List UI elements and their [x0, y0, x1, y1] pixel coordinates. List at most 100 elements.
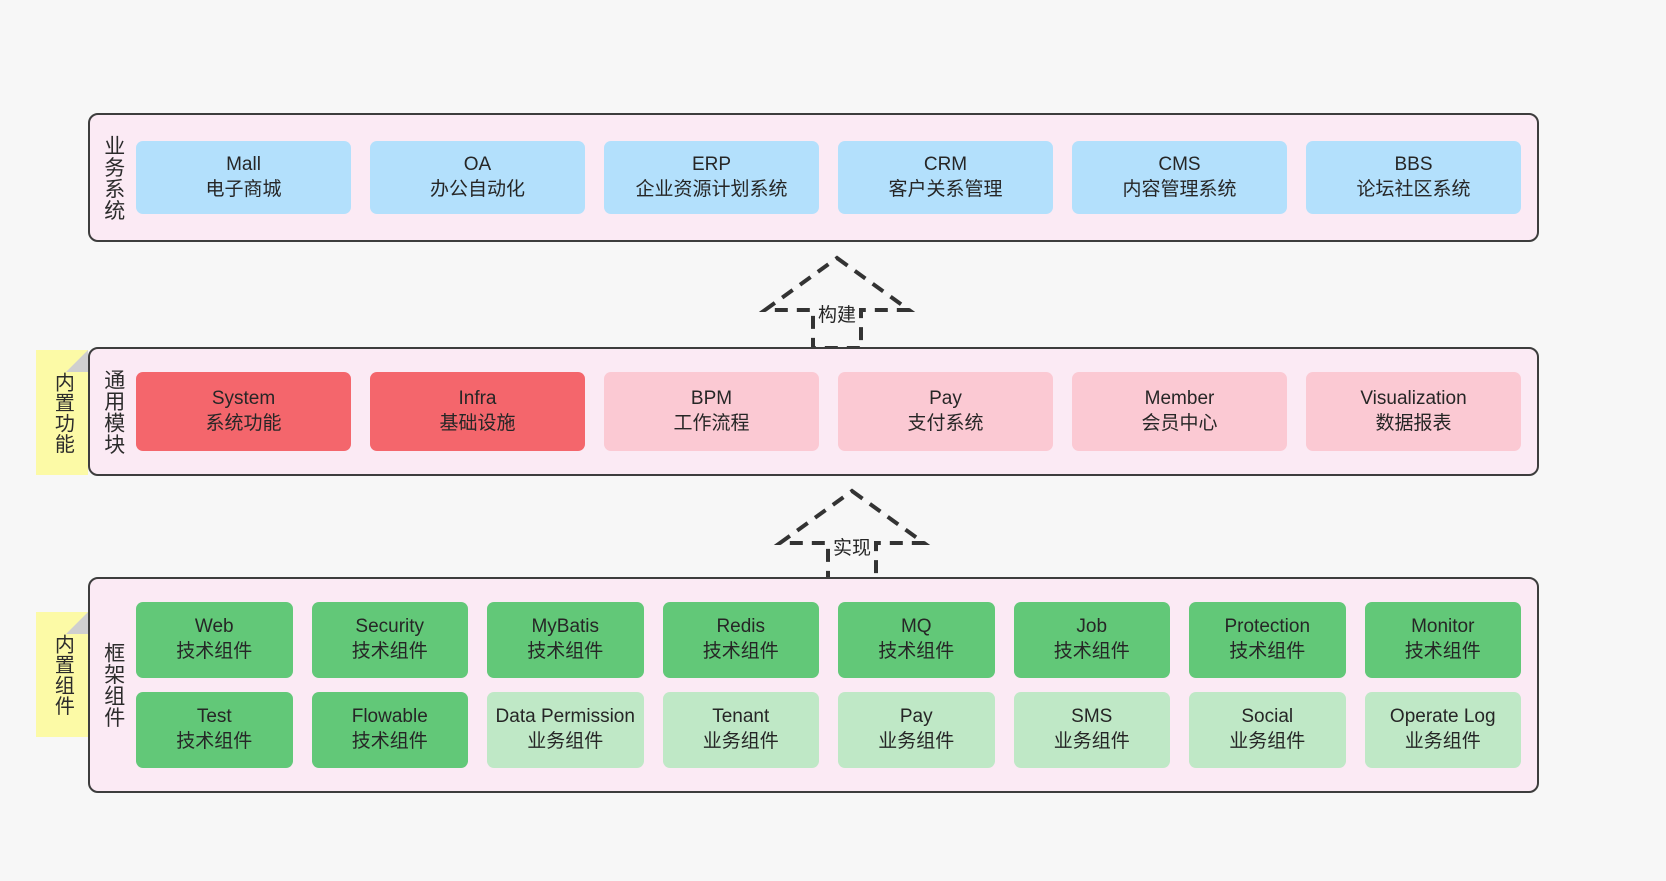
card-title: BBS	[1394, 153, 1433, 175]
card-mybatis[interactable]: MyBatis 技术组件	[487, 602, 644, 678]
card-title: System	[211, 387, 276, 409]
card-subtitle: 工作流程	[673, 412, 750, 434]
card-subtitle: 业务组件	[1053, 731, 1130, 752]
card-member[interactable]: Member 会员中心	[1072, 372, 1287, 451]
card-mall[interactable]: Mall 电子商城	[136, 141, 351, 214]
card-monitor[interactable]: Monitor 技术组件	[1364, 602, 1521, 678]
card-cms[interactable]: CMS 内容管理系统	[1072, 141, 1287, 214]
card-subtitle: 技术组件	[1053, 641, 1130, 662]
card-subtitle: 论坛社区系统	[1356, 178, 1471, 200]
card-title: ERP	[691, 153, 732, 175]
card-subtitle: 客户关系管理	[888, 178, 1003, 200]
card-subtitle: 电子商城	[205, 178, 282, 200]
card-title: Data Permission	[495, 706, 635, 728]
card-title: Web	[194, 616, 234, 638]
card-subtitle: 技术组件	[1404, 641, 1481, 662]
card-subtitle: 系统功能	[205, 412, 282, 434]
card-subtitle: 基础设施	[439, 412, 516, 434]
dashed-block-arrow-icon	[758, 255, 916, 350]
card-flowable[interactable]: Flowable 技术组件	[311, 692, 468, 768]
dashed-block-arrow-icon	[773, 488, 931, 583]
card-test[interactable]: Test 技术组件	[136, 692, 293, 768]
card-subtitle: 技术组件	[351, 731, 428, 752]
card-bbs[interactable]: BBS 论坛社区系统	[1306, 141, 1521, 214]
card-title: OA	[463, 153, 492, 175]
connector-build: 构建	[757, 254, 917, 352]
sticky-note-label: 内置组件	[51, 633, 74, 716]
card-title: CMS	[1158, 153, 1201, 175]
card-pay-business[interactable]: Pay 业务组件	[838, 692, 995, 768]
card-row: System 系统功能 Infra 基础设施 BPM 工作流程 Pay 支付系统…	[136, 372, 1521, 451]
card-subtitle: 技术组件	[878, 641, 955, 662]
card-social[interactable]: Social 业务组件	[1189, 692, 1346, 768]
card-row: Mall 电子商城 OA 办公自动化 ERP 企业资源计划系统 CRM 客户关系…	[136, 141, 1521, 214]
card-tenant[interactable]: Tenant 业务组件	[662, 692, 819, 768]
card-subtitle: 企业资源计划系统	[635, 178, 788, 200]
card-title: MQ	[900, 616, 932, 638]
card-system[interactable]: System 系统功能	[136, 372, 351, 451]
card-title: Monitor	[1411, 616, 1475, 638]
layer-body-common: System 系统功能 Infra 基础设施 BPM 工作流程 Pay 支付系统…	[136, 349, 1537, 474]
layer-title-framework: 框架组件	[101, 642, 125, 728]
card-oa[interactable]: OA 办公自动化	[370, 141, 585, 214]
layer-common-modules: 通用模块 System 系统功能 Infra 基础设施 BPM 工作流程 Pay…	[88, 347, 1539, 476]
card-title: Visualization	[1360, 387, 1467, 409]
card-subtitle: 技术组件	[351, 641, 428, 662]
card-title: Tenant	[712, 706, 770, 728]
card-web[interactable]: Web 技术组件	[136, 602, 293, 678]
card-pay[interactable]: Pay 支付系统	[838, 372, 1053, 451]
layer-title-business: 业务系统	[101, 134, 125, 221]
sticky-note-label: 内置功能	[51, 371, 74, 454]
sticky-note-builtin-components: 内置组件	[36, 612, 88, 737]
card-title: Job	[1076, 616, 1108, 638]
card-title: Social	[1241, 706, 1294, 728]
card-title: Mall	[226, 153, 261, 175]
card-subtitle: 技术组件	[702, 641, 779, 662]
card-title: Pay	[899, 706, 933, 728]
card-visualization[interactable]: Visualization 数据报表	[1306, 372, 1521, 451]
card-title: Security	[355, 616, 425, 638]
card-subtitle: 支付系统	[907, 412, 984, 434]
card-infra[interactable]: Infra 基础设施	[370, 372, 585, 451]
card-subtitle: 内容管理系统	[1122, 178, 1237, 200]
connector-implement: 实现	[772, 487, 932, 585]
layer-framework-components: 框架组件 Web 技术组件 Security 技术组件 MyBatis 技术组件…	[88, 577, 1539, 793]
card-subtitle: 业务组件	[702, 731, 779, 752]
card-subtitle: 会员中心	[1141, 412, 1218, 434]
card-row: Test 技术组件 Flowable 技术组件 Data Permission …	[136, 692, 1521, 768]
card-title: MyBatis	[531, 616, 600, 638]
card-job[interactable]: Job 技术组件	[1013, 602, 1170, 678]
card-data-permission[interactable]: Data Permission 业务组件	[487, 692, 644, 768]
card-protection[interactable]: Protection 技术组件	[1189, 602, 1346, 678]
card-redis[interactable]: Redis 技术组件	[662, 602, 819, 678]
card-title: Pay	[929, 387, 962, 409]
card-title: SMS	[1071, 706, 1113, 728]
card-mq[interactable]: MQ 技术组件	[838, 602, 995, 678]
card-subtitle: 技术组件	[176, 641, 253, 662]
card-subtitle: 业务组件	[1229, 731, 1306, 752]
card-title: Member	[1144, 387, 1215, 409]
card-title: Test	[196, 706, 232, 728]
sticky-note-builtin-features: 内置功能	[36, 350, 88, 475]
layer-body-business: Mall 电子商城 OA 办公自动化 ERP 企业资源计划系统 CRM 客户关系…	[136, 115, 1537, 240]
card-title: Protection	[1224, 616, 1311, 638]
card-bpm[interactable]: BPM 工作流程	[604, 372, 819, 451]
layer-business-systems: 业务系统 Mall 电子商城 OA 办公自动化 ERP 企业资源计划系统 CRM…	[88, 113, 1539, 242]
card-sms[interactable]: SMS 业务组件	[1013, 692, 1170, 768]
card-row: Web 技术组件 Security 技术组件 MyBatis 技术组件 Redi…	[136, 602, 1521, 678]
card-crm[interactable]: CRM 客户关系管理	[838, 141, 1053, 214]
card-title: CRM	[923, 153, 968, 175]
layer-body-framework: Web 技术组件 Security 技术组件 MyBatis 技术组件 Redi…	[136, 579, 1537, 791]
card-title: Flowable	[351, 706, 428, 728]
card-title: Redis	[716, 616, 766, 638]
card-subtitle: 技术组件	[527, 641, 604, 662]
card-erp[interactable]: ERP 企业资源计划系统	[604, 141, 819, 214]
card-operate-log[interactable]: Operate Log 业务组件	[1364, 692, 1521, 768]
card-subtitle: 业务组件	[1404, 731, 1481, 752]
card-title: Infra	[458, 387, 497, 409]
card-title: BPM	[690, 387, 733, 409]
layer-title-common: 通用模块	[101, 368, 125, 455]
card-subtitle: 办公自动化	[429, 178, 525, 200]
card-security[interactable]: Security 技术组件	[311, 602, 468, 678]
